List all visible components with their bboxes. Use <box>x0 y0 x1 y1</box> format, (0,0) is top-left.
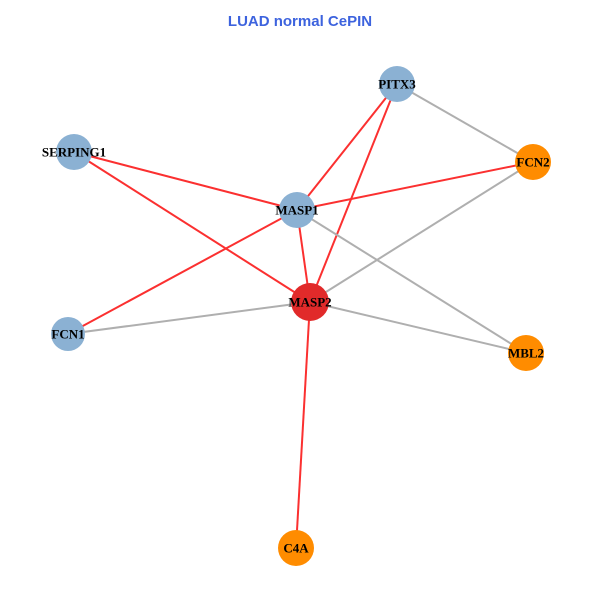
node-label-MASP2: MASP2 <box>288 295 331 310</box>
edge-MASP2-FCN1 <box>67 301 311 335</box>
node-label-MBL2: MBL2 <box>508 346 544 361</box>
edge-PITX3-FCN2 <box>396 83 534 163</box>
edge-MASP2-MBL2 <box>309 301 527 354</box>
node-label-PITX3: PITX3 <box>378 77 416 92</box>
plot-title: LUAD normal CePIN <box>227 13 373 30</box>
node-label-C4A: C4A <box>283 541 309 556</box>
edge-SERPING1-MASP2 <box>73 151 311 303</box>
node-label-MASP1: MASP1 <box>275 203 318 218</box>
node-SERPING1 <box>56 134 92 170</box>
edge-PITX3-MASP2 <box>309 83 398 303</box>
node-MBL2 <box>508 335 544 371</box>
node-label-SERPING1: SERPING1 <box>42 145 106 160</box>
node-MASP2 <box>291 283 329 321</box>
edge-MASP1-FCN2 <box>296 161 534 211</box>
edge-SERPING1-MASP1 <box>73 151 298 211</box>
edge-MASP1-FCN1 <box>67 209 298 335</box>
node-label-FCN1: FCN1 <box>51 327 84 342</box>
node-C4A <box>278 530 314 566</box>
node-PITX3 <box>379 66 415 102</box>
node-FCN2 <box>515 144 551 180</box>
edge-MASP2-FCN2 <box>309 161 534 303</box>
node-label-FCN2: FCN2 <box>516 155 549 170</box>
node-MASP1 <box>279 192 315 228</box>
node-FCN1 <box>51 317 85 351</box>
edge-PITX3-MASP1 <box>296 83 398 211</box>
edge-MASP2-C4A <box>295 301 311 549</box>
edge-MASP1-MBL2 <box>296 209 527 354</box>
